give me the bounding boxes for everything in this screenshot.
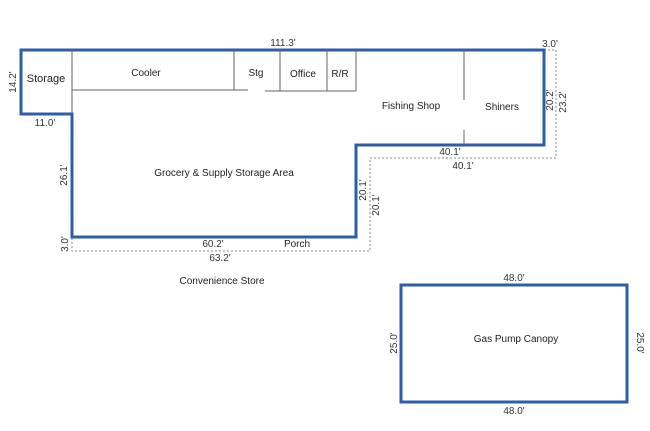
store-outline — [19, 48, 546, 239]
dim-storage-width: 11.0' — [35, 118, 56, 129]
room-cooler: Cooler — [131, 68, 161, 79]
room-shiners: Shiners — [485, 102, 519, 113]
room-fishing-shop: Fishing Shop — [382, 101, 441, 112]
dim-right-inner: 20.2' — [545, 89, 556, 110]
dim-canopy-top: 48.0' — [503, 273, 524, 284]
dim-step-inner: 40.1' — [439, 147, 460, 158]
dim-mid-outer: 20.1' — [371, 194, 382, 215]
dim-top: 111.3' — [270, 38, 296, 49]
dim-bottom-outer: 63.2' — [209, 253, 230, 264]
dim-canopy-right: 25.0' — [634, 332, 645, 353]
dim-canopy-left: 25.0' — [389, 332, 400, 353]
dim-step-outer: 40.1' — [452, 161, 473, 172]
room-canopy: Gas Pump Canopy — [474, 334, 559, 345]
dim-porch-depth: 3.0' — [60, 236, 71, 252]
dim-right-outer: 23.2' — [558, 91, 569, 112]
room-stg: Stg — [248, 68, 263, 79]
dim-left-height: 26.1' — [59, 164, 70, 185]
room-porch: Porch — [284, 239, 310, 250]
dim-storage-height: 14.2' — [8, 71, 19, 92]
room-office: Office — [290, 69, 316, 80]
room-grocery: Grocery & Supply Storage Area — [154, 168, 294, 179]
dim-top-right: 3.0' — [542, 39, 558, 50]
dim-bottom-inner: 60.2' — [202, 239, 223, 250]
porch-outline — [71, 49, 557, 252]
room-restroom: R/R — [331, 69, 348, 80]
dim-canopy-bottom: 48.0' — [503, 406, 524, 417]
dim-mid-inner: 20.1' — [358, 179, 369, 200]
canopy-outline — [399, 283, 629, 404]
store-label: Convenience Store — [179, 276, 264, 287]
room-storage: Storage — [27, 73, 66, 85]
